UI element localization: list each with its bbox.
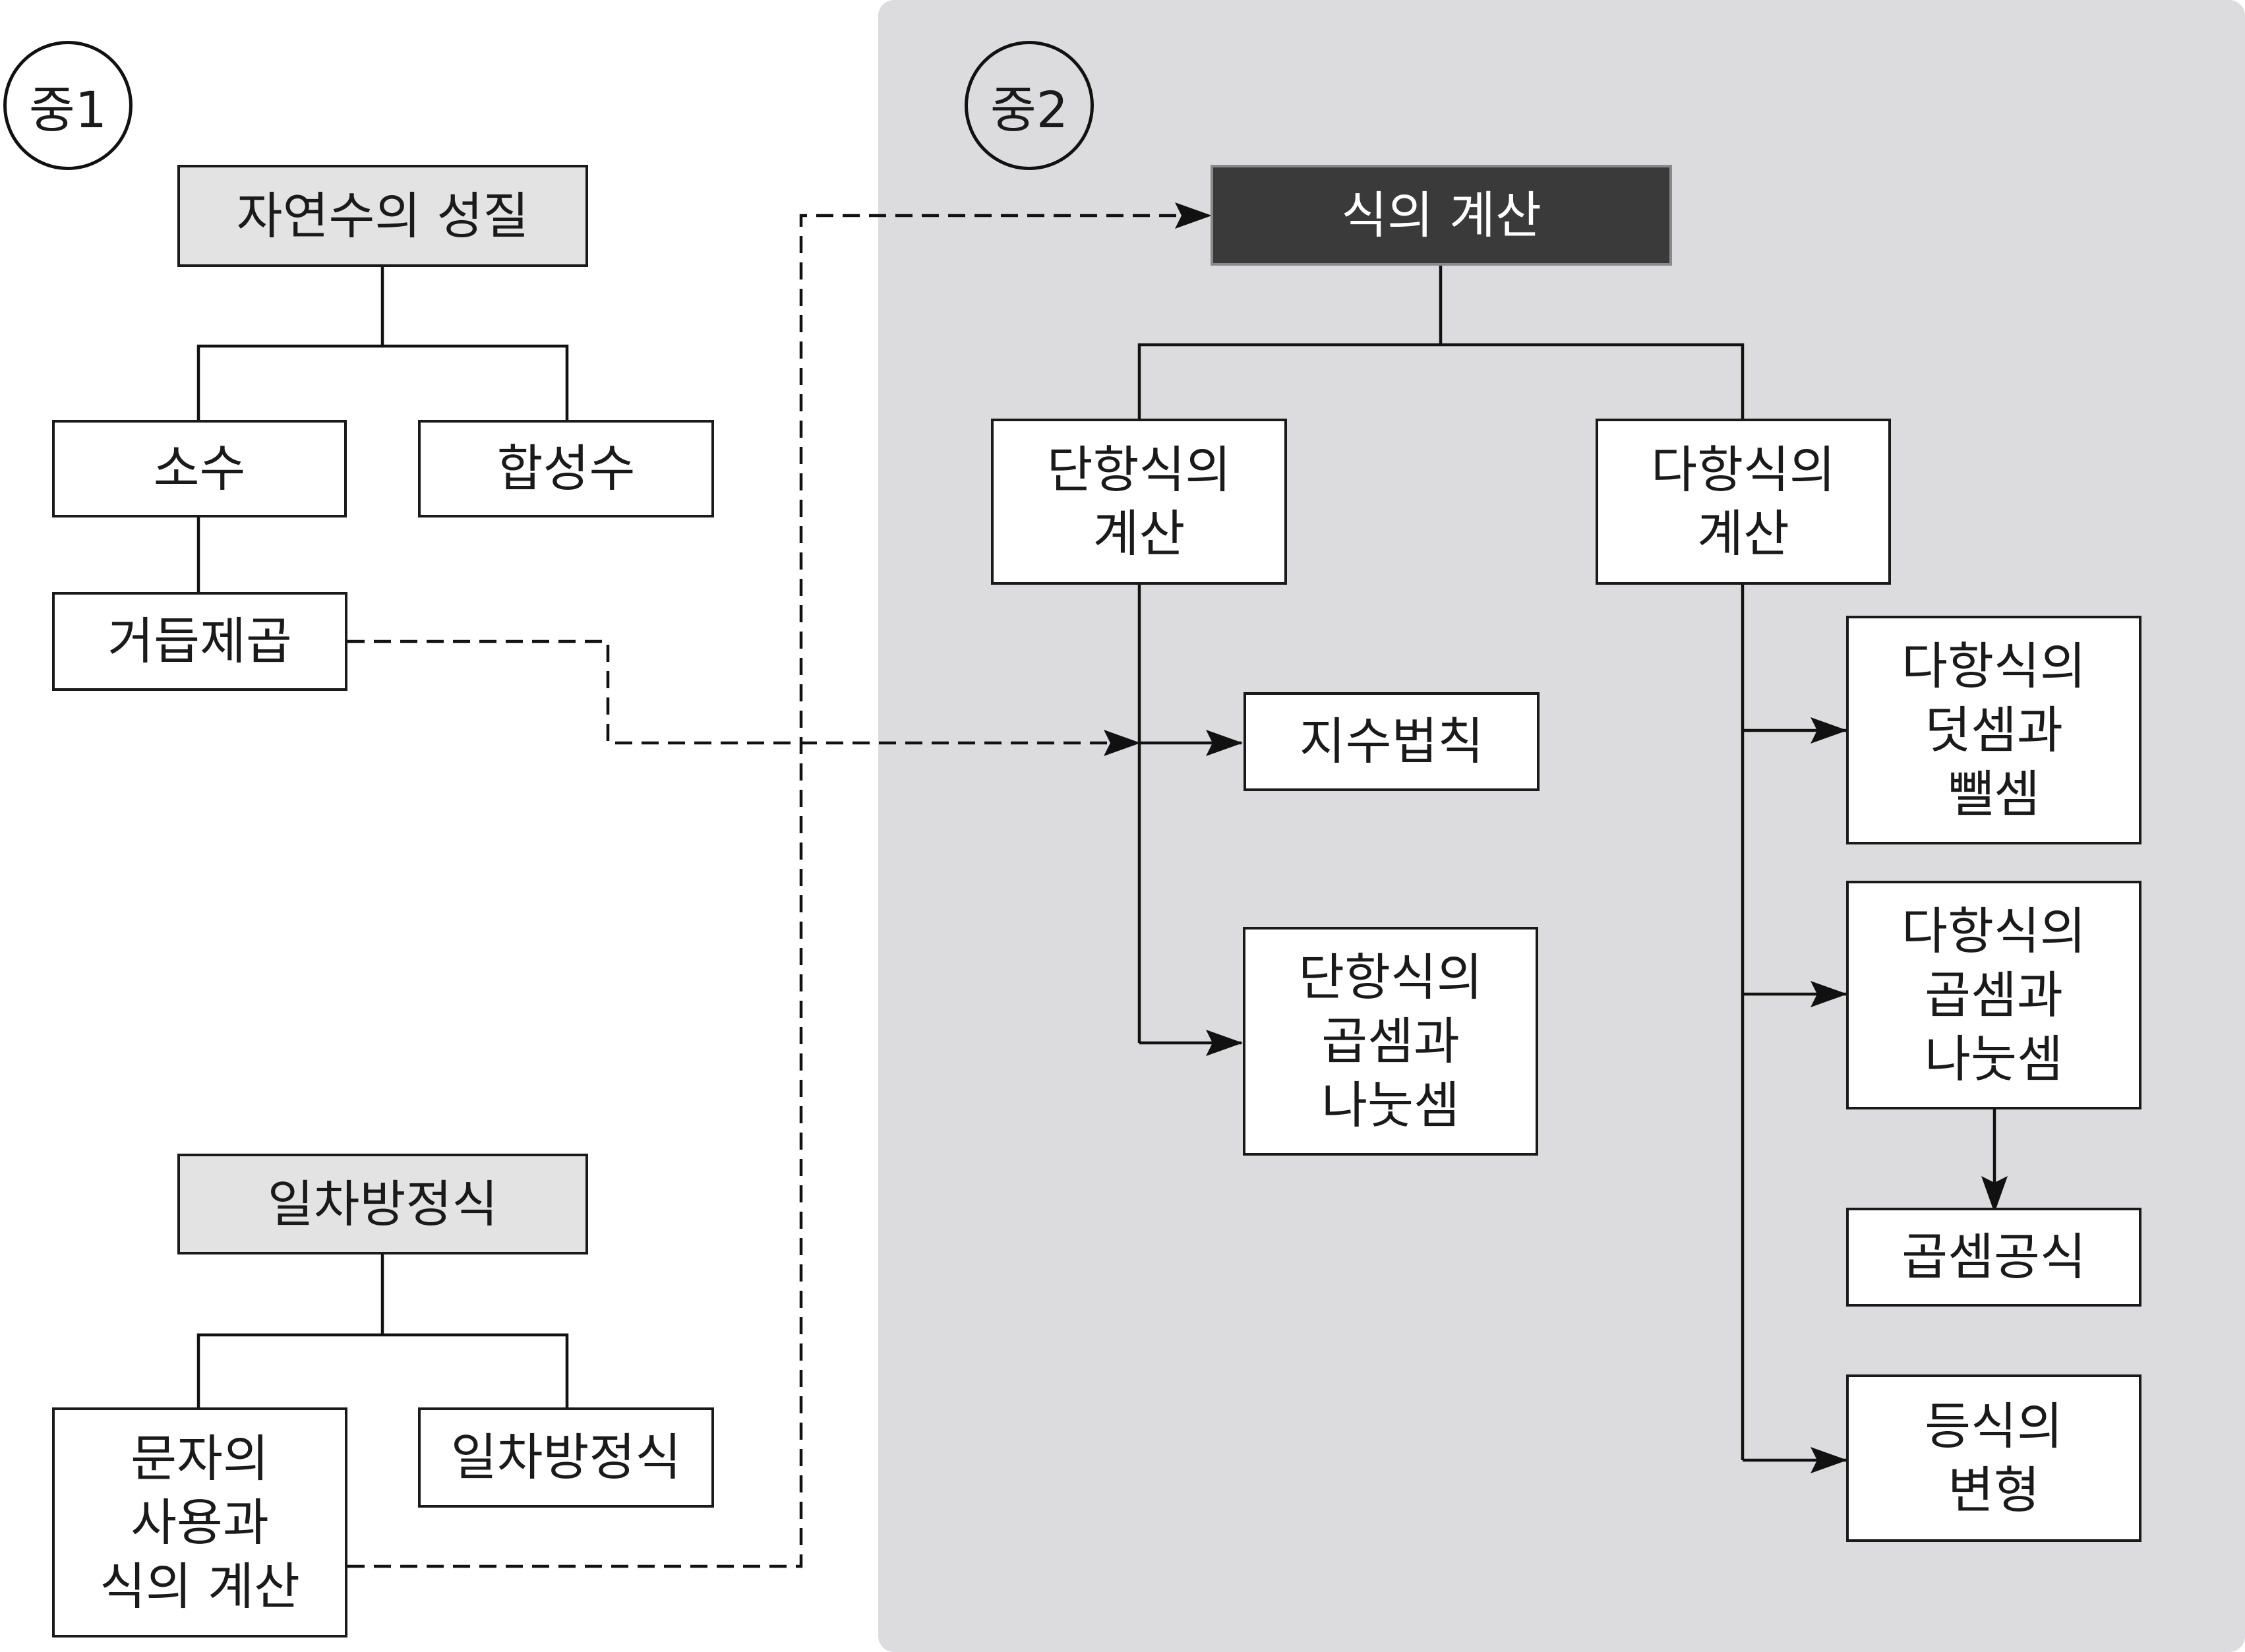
tree-link-natural (196, 267, 569, 422)
equation-transform-box: 등식의 변형 (1846, 1374, 2141, 1542)
monomial-muldiv-box: 단항식의 곱셈과 나눗셈 (1243, 927, 1538, 1156)
letters-and-expressions-box: 문자의 사용과 식의 계산 (52, 1407, 347, 1637)
middle1-label: 중1 (28, 80, 107, 139)
middle1-badge: 중1 (3, 41, 133, 170)
dashed-link-powers-exponent (347, 639, 1141, 756)
composite-box: 합성수 (418, 420, 714, 517)
polynomial-addsub-box: 다항식의 덧셈과 뺄셈 (1846, 616, 2141, 844)
powers-box: 거듭제곱 (52, 592, 347, 691)
expression-calculation-box: 식의 계산 (1211, 165, 1672, 266)
polynomial-muldiv-box: 다항식의 곱셈과 나눗셈 (1846, 881, 2141, 1109)
tree-link-linear (196, 1254, 569, 1407)
dashed-link-letters-expression (347, 202, 1212, 1568)
monomial-calculation-box: 단항식의 계산 (991, 419, 1287, 585)
multiplication-formula-box: 곱셈공식 (1846, 1208, 2141, 1307)
linear-equation-box: 일차방정식 (418, 1407, 714, 1508)
middle2-label: 중2 (990, 80, 1069, 139)
exponent-laws-box: 지수법칙 (1243, 692, 1540, 791)
prime-box: 소수 (52, 420, 347, 517)
tree-link-root (1137, 266, 1745, 421)
linear-equation-root-box: 일차방정식 (177, 1154, 588, 1254)
natural-number-properties-box: 자연수의 성질 (177, 165, 588, 267)
middle2-badge: 중2 (965, 41, 1094, 170)
polynomial-calculation-box: 다항식의 계산 (1596, 419, 1891, 585)
